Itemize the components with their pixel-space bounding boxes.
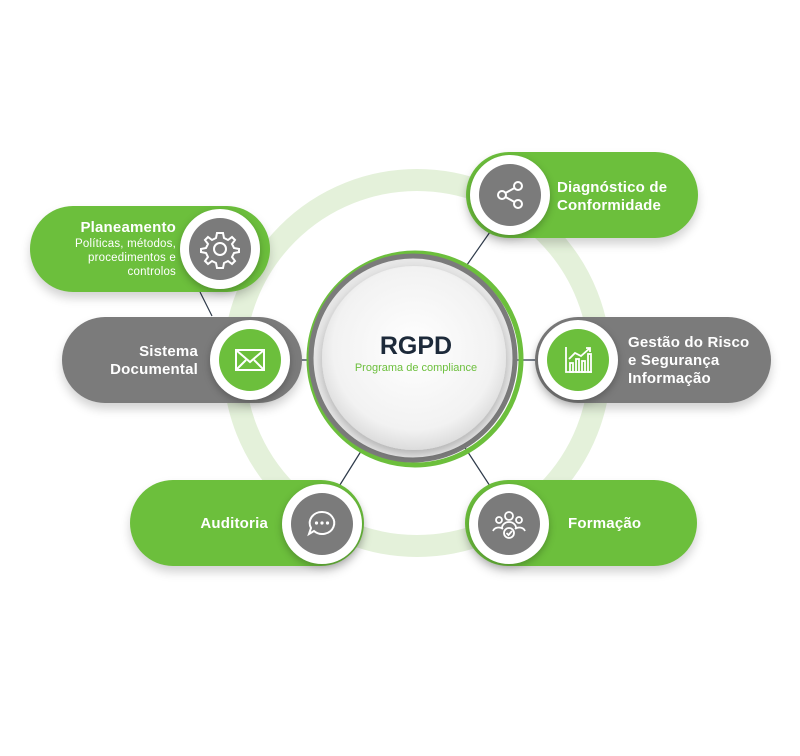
node-sistema-badge: [210, 320, 290, 400]
node-auditoria-badge: [282, 484, 362, 564]
node-planeamento-text: Planeamento Políticas, métodos, procedim…: [56, 219, 176, 279]
node-sistema-text: Sistema Documental: [80, 343, 198, 379]
node-diagnostico-text: Diagnóstico de Conformidade: [557, 179, 697, 215]
node-planeamento-sub-1: Políticas, métodos,: [75, 238, 176, 250]
node-formacao-title: Formação: [568, 515, 642, 532]
node-diagnostico-line-2: Conformidade: [557, 197, 662, 214]
node-gestao-badge: [538, 320, 618, 400]
chat-bubble-icon: [307, 510, 336, 537]
gear-icon: [200, 232, 240, 269]
node-planeamento-sub-3: controlos: [127, 266, 176, 278]
connector-planeamento: [199, 291, 213, 317]
node-diagnostico-line-1: Diagnóstico de: [557, 179, 668, 196]
node-planeamento-sub-2: procedimentos e: [87, 252, 176, 264]
node-auditoria-title: Auditoria: [200, 515, 268, 532]
node-sistema-line-1: Sistema: [139, 343, 198, 360]
node-formacao-badge: [469, 484, 549, 564]
center-disc: [322, 266, 506, 450]
node-sistema-line-2: Documental: [110, 361, 198, 378]
center-title: RGPD: [379, 332, 453, 360]
node-gestao-line-2: e Segurança: [628, 352, 720, 369]
node-gestao-line-3: Informação: [628, 370, 711, 387]
node-gestao-text: Gestão do Risco e Segurança Informação: [628, 334, 768, 388]
node-planeamento-title: Planeamento: [80, 219, 176, 236]
center-subtitle: Programa de compliance: [354, 362, 478, 374]
node-diagnostico-badge: [470, 155, 550, 235]
share-icon: [497, 181, 523, 209]
node-gestao-line-1: Gestão do Risco: [628, 334, 750, 351]
people-icon: [492, 511, 526, 539]
envelope-icon: [235, 349, 265, 371]
node-planeamento-badge: [180, 209, 260, 289]
chart-icon: [565, 347, 592, 373]
